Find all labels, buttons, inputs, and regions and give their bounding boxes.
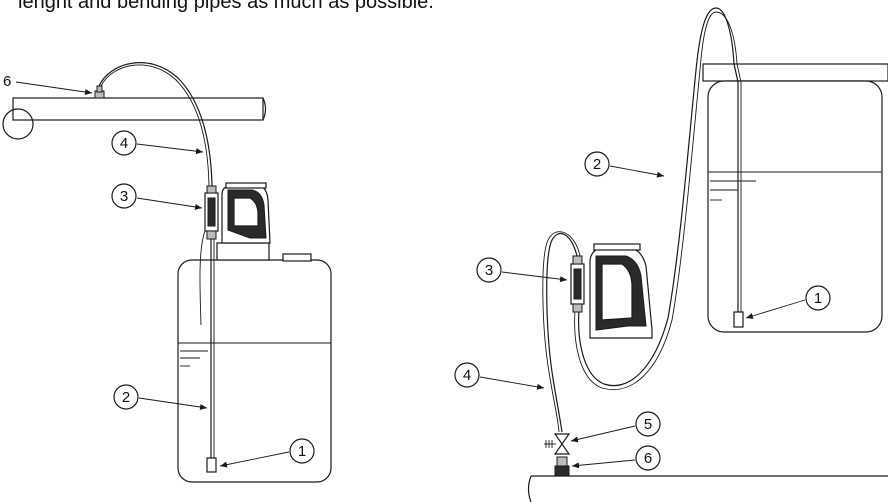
right-pump-head bbox=[570, 255, 585, 313]
left-label-6: 6 bbox=[3, 73, 11, 90]
right-label-5: 5 bbox=[644, 416, 652, 433]
left-pump bbox=[216, 182, 271, 261]
left-label-2: 2 bbox=[122, 389, 130, 406]
right-foot-valve bbox=[733, 311, 744, 328]
right-injection-fitting bbox=[554, 456, 570, 477]
left-delivery-tube bbox=[98, 62, 213, 201]
left-label-3: 3 bbox=[120, 188, 128, 205]
right-check-valve bbox=[544, 433, 571, 455]
right-label-4: 4 bbox=[463, 367, 471, 384]
left-foot-valve bbox=[206, 457, 217, 473]
right-installation: 2 3 4 5 6 1 bbox=[454, 7, 888, 502]
left-tank bbox=[177, 253, 332, 483]
caption-text: lenght and bending pipes as much as poss… bbox=[18, 0, 434, 13]
left-label-4: 4 bbox=[120, 135, 128, 152]
left-injection-fitting bbox=[94, 85, 105, 99]
left-installation: 6 4 3 2 1 bbox=[2, 62, 332, 483]
right-delivery-tube bbox=[546, 233, 578, 433]
right-label-1: 1 bbox=[814, 290, 822, 307]
right-label-3: 3 bbox=[485, 262, 493, 279]
left-pump-head bbox=[204, 185, 219, 240]
right-tank bbox=[702, 63, 888, 333]
right-label-6: 6 bbox=[644, 450, 652, 467]
right-pump bbox=[589, 243, 653, 339]
left-label-1: 1 bbox=[298, 443, 306, 460]
pipe-end-circle bbox=[2, 108, 34, 140]
right-suction-tube bbox=[578, 7, 739, 387]
left-drain-tube bbox=[199, 230, 206, 326]
left-pipe bbox=[2, 97, 267, 140]
right-pipe bbox=[527, 475, 888, 502]
right-label-2: 2 bbox=[593, 156, 601, 173]
